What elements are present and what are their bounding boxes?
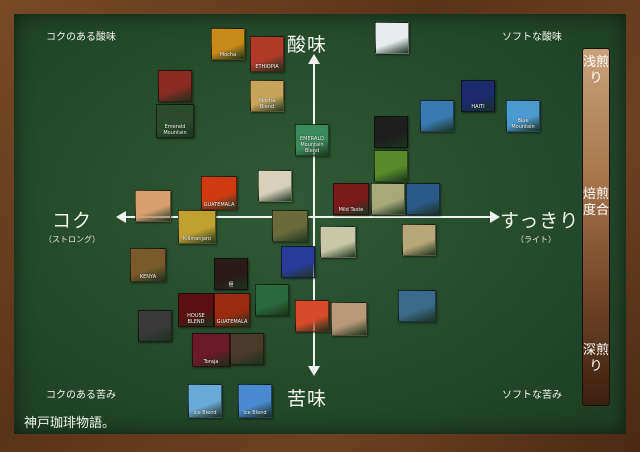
coffee-package-colombia[interactable] <box>258 170 292 202</box>
corner-label-bottom-left: コクのある苦み <box>46 390 116 401</box>
corner-label-top-left: コクのある酸味 <box>46 32 116 43</box>
package-label: Toraja <box>203 359 219 365</box>
package-label: Mocha <box>219 52 237 58</box>
package-label: KENYA <box>139 274 157 280</box>
axis-label-clean: すっきり <box>500 210 580 232</box>
coffee-package-mandheling[interactable] <box>138 310 172 342</box>
coffee-package-blue-mountain[interactable]: Blue Mountain <box>506 100 540 132</box>
coffee-package-guatemala-dark[interactable]: GUATEMALA <box>214 293 250 327</box>
coffee-package-yemen[interactable] <box>158 70 192 102</box>
package-label: HOUSE BLEND <box>187 313 205 325</box>
axis-label-acidity: 酸味 <box>287 34 328 56</box>
coffee-package-emerald-mountain[interactable]: Emerald Mountain <box>156 104 194 138</box>
package-label: 極 <box>228 282 234 288</box>
package-label: Mild Taste <box>338 207 364 213</box>
coffee-package-floral[interactable] <box>135 190 171 222</box>
coffee-package-green-bird[interactable] <box>374 150 408 182</box>
coffee-package-ice-blend-bear[interactable]: Ice Blend <box>188 384 222 418</box>
horizontal-axis <box>124 216 492 218</box>
coffee-package-green-hills[interactable] <box>406 183 440 215</box>
coffee-package-port-view[interactable] <box>398 290 436 322</box>
coffee-package-blue-brazil[interactable] <box>281 246 315 278</box>
coffee-package-red-bus[interactable] <box>272 210 308 242</box>
arrow-left-icon <box>116 211 126 223</box>
coffee-package-kiwami[interactable]: 極 <box>214 258 248 290</box>
package-label: Mocha Blend <box>258 98 276 110</box>
coffee-package-ethiopia[interactable]: ETHIOPIA <box>250 36 284 72</box>
coffee-package-kilimanjaro[interactable]: Kilimanjaro <box>178 210 216 244</box>
chalkboard-surface <box>14 14 626 434</box>
roast-label-light: 浅煎り <box>583 55 610 86</box>
coffee-package-house-blend[interactable]: HOUSE BLEND <box>178 293 214 327</box>
coffee-package-kobe-blend[interactable] <box>375 22 409 54</box>
coffee-package-harbor[interactable] <box>331 302 367 336</box>
package-label: EMERALD Mountain Blend <box>300 136 324 154</box>
coffee-package-goddess[interactable] <box>371 183 405 215</box>
roast-label-dark: 深煎り <box>583 343 610 374</box>
coffee-package-mocha-arabian[interactable]: Mocha <box>211 28 245 60</box>
roast-level-bar: 浅煎り 焙煎度合 深煎り <box>582 48 610 406</box>
coffee-package-guatemala[interactable]: GUATEMALA <box>201 176 237 210</box>
vertical-axis <box>313 62 315 368</box>
package-label: Kilimanjaro <box>182 236 211 242</box>
axis-sublabel-light: （ライト） <box>516 235 556 244</box>
coffee-package-light-blend[interactable] <box>320 226 356 258</box>
coffee-package-red-truck[interactable] <box>255 284 289 316</box>
coffee-package-mild-taste[interactable]: Mild Taste <box>333 183 369 215</box>
corner-label-bottom-right: ソフトな苦み <box>502 390 562 401</box>
coffee-package-mocha-blend[interactable]: Mocha Blend <box>250 80 284 112</box>
coffee-package-italia[interactable] <box>295 300 329 332</box>
axis-label-body: コク <box>52 210 93 232</box>
package-label: Emerald Mountain <box>163 124 187 136</box>
coffee-package-ice-blend-penguin[interactable]: Ice Blend <box>238 384 272 418</box>
arrow-down-icon <box>308 366 320 376</box>
package-label: Ice Blend <box>193 410 217 416</box>
axis-sublabel-strong: （ストロング） <box>44 235 100 244</box>
package-label: GUATEMALA <box>216 319 248 325</box>
brand-logo: 神戸珈琲物語。 <box>24 416 116 431</box>
package-label: Ice Blend <box>243 410 267 416</box>
coffee-package-sumatra[interactable] <box>230 333 264 365</box>
coffee-package-toraja[interactable]: Toraja <box>192 333 230 367</box>
package-label: HAITI <box>471 104 485 110</box>
corner-label-top-right: ソフトな酸味 <box>502 32 562 43</box>
coffee-package-kenya[interactable]: KENYA <box>130 248 166 282</box>
package-label: ETHIOPIA <box>255 64 279 70</box>
coffee-package-kobe-ijinkan[interactable] <box>402 224 436 256</box>
package-label: GUATEMALA <box>203 202 235 208</box>
package-label: Blue Mountain <box>511 118 535 130</box>
coffee-package-emerald-mountain-blend[interactable]: EMERALD Mountain Blend <box>295 124 329 156</box>
coffee-package-dark-label[interactable] <box>374 116 408 148</box>
arrow-up-icon <box>308 54 320 64</box>
coffee-package-tropical[interactable] <box>420 100 454 132</box>
coffee-package-haiti[interactable]: HAITI <box>461 80 495 112</box>
axis-label-bitterness: 苦味 <box>287 388 328 410</box>
arrow-right-icon <box>490 211 500 223</box>
roast-label-medium: 焙煎度合 <box>583 187 610 218</box>
